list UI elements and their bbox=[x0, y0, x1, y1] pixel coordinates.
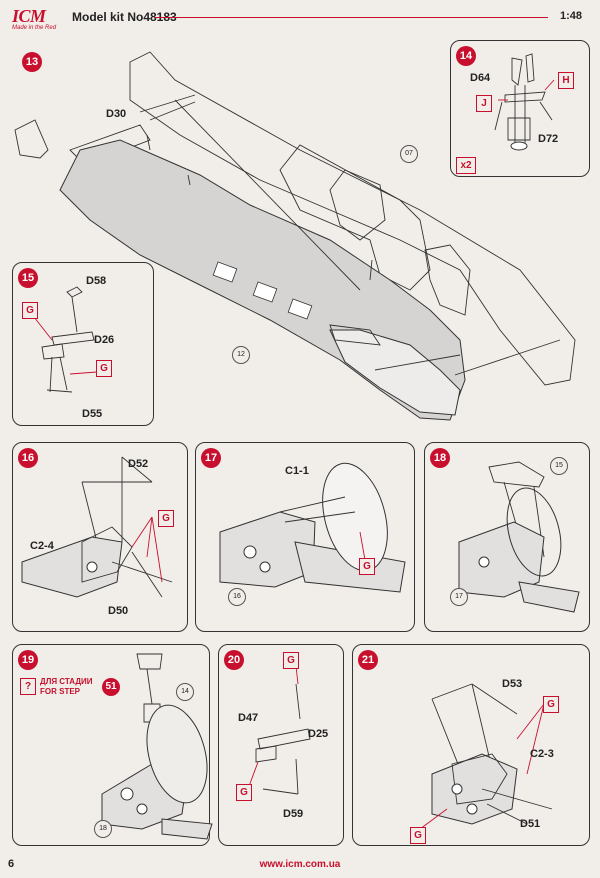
ref-18: 18 bbox=[94, 820, 112, 838]
ref-12: 12 bbox=[232, 346, 250, 364]
icm-logo: ICM Made in the Red bbox=[12, 6, 64, 40]
part-D51: D51 bbox=[520, 818, 541, 830]
step-15-drawing bbox=[33, 286, 98, 393]
tag-G-2: G bbox=[96, 360, 112, 377]
note-line-1: ДЛЯ СТАДИИ bbox=[40, 677, 93, 686]
part-D72: D72 bbox=[538, 133, 559, 145]
note-step-number: 51 bbox=[102, 678, 120, 696]
step-16-box bbox=[12, 442, 188, 632]
ref-15: 15 bbox=[550, 457, 568, 475]
step-18-number: 18 bbox=[430, 448, 450, 468]
tag-G-1: G bbox=[283, 652, 299, 669]
step-17-number: 17 bbox=[201, 448, 221, 468]
part-D52: D52 bbox=[128, 458, 149, 470]
step-19-box bbox=[12, 644, 210, 846]
step-15-box bbox=[12, 262, 154, 426]
page-number: 6 bbox=[8, 858, 15, 870]
part-D26: D26 bbox=[94, 334, 115, 346]
tag-H: H bbox=[558, 72, 574, 89]
step-17-drawing bbox=[219, 462, 406, 593]
tag-G-2: G bbox=[236, 784, 252, 801]
part-D64: D64 bbox=[470, 72, 491, 84]
part-D47: D47 bbox=[238, 712, 259, 724]
logo-tagline: Made in the Red bbox=[12, 25, 57, 31]
note-icon: ? bbox=[20, 678, 36, 695]
tag-G-2: G bbox=[410, 827, 426, 844]
logo-text: ICM bbox=[12, 6, 46, 26]
header-rule bbox=[155, 17, 548, 18]
tag-G-1: G bbox=[22, 302, 38, 319]
part-D25: D25 bbox=[308, 728, 329, 740]
part-C2-4: C2-4 bbox=[30, 540, 54, 552]
step-21-box bbox=[352, 644, 590, 846]
step-14-drawing bbox=[494, 53, 555, 151]
tag-G: G bbox=[359, 558, 375, 575]
step-16-number: 16 bbox=[18, 448, 38, 468]
tag-G: G bbox=[158, 510, 174, 527]
ref-14: 14 bbox=[176, 683, 194, 701]
step-19-drawing bbox=[101, 653, 213, 840]
part-D58: D58 bbox=[86, 275, 107, 287]
step-21-number: 21 bbox=[358, 650, 378, 670]
step-20-drawing bbox=[247, 665, 311, 795]
step-16-drawing bbox=[21, 456, 173, 598]
ref-17: 17 bbox=[450, 588, 468, 606]
step-18-drawing bbox=[458, 461, 580, 613]
ref-07: 07 bbox=[400, 145, 418, 163]
part-D55: D55 bbox=[82, 408, 103, 420]
step-15-number: 15 bbox=[18, 268, 38, 288]
step-20-number: 20 bbox=[224, 650, 244, 670]
step-20-box bbox=[218, 644, 344, 846]
ref-16: 16 bbox=[228, 588, 246, 606]
kit-label: Model kit No48183 bbox=[72, 10, 177, 24]
step-19-number: 19 bbox=[18, 650, 38, 670]
step-13-fuselage-drawing bbox=[14, 51, 576, 421]
part-D30: D30 bbox=[106, 108, 127, 120]
tag-G-1: G bbox=[543, 696, 559, 713]
step-21-drawing bbox=[419, 683, 553, 830]
website-url[interactable]: www.icm.com.ua bbox=[259, 859, 341, 870]
part-D53: D53 bbox=[502, 678, 523, 690]
step-13-number: 13 bbox=[22, 52, 42, 72]
step-14-box bbox=[450, 40, 590, 177]
step-14-number: 14 bbox=[456, 46, 476, 66]
part-C1-1: C1-1 bbox=[285, 465, 309, 477]
step-17-box bbox=[195, 442, 415, 632]
part-C2-3: C2-3 bbox=[530, 748, 554, 760]
tag-J: J bbox=[476, 95, 492, 112]
part-D50: D50 bbox=[108, 605, 129, 617]
part-D59: D59 bbox=[283, 808, 304, 820]
note-line-2: FOR STEP bbox=[40, 687, 81, 696]
scale-label: 1:48 bbox=[559, 10, 582, 22]
step-18-box bbox=[424, 442, 590, 632]
multiplier-x2: x2 bbox=[456, 157, 476, 174]
